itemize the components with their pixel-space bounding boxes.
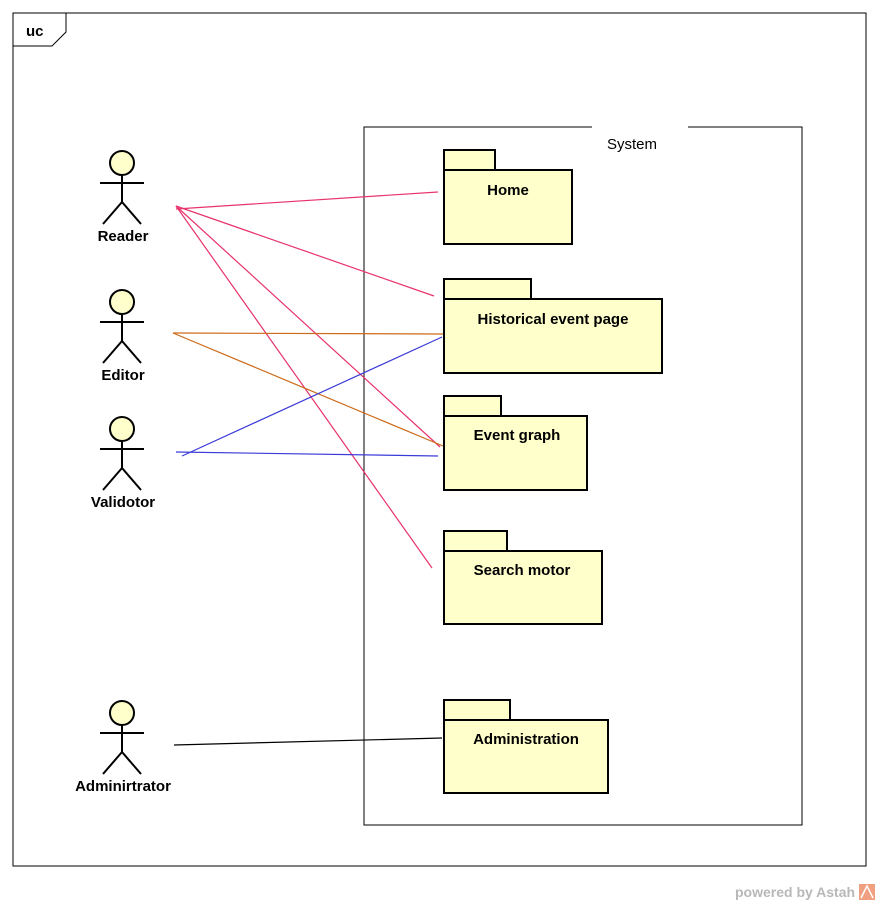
package-label-search: Search motor	[474, 562, 571, 579]
stick-figure-icon	[100, 416, 144, 491]
association-reader-eventgraph[interactable]	[175, 205, 441, 448]
actor-validotor[interactable]: Validotor	[91, 416, 155, 511]
watermark-text: powered by Astah	[735, 884, 855, 900]
package-search[interactable]: Search motor	[443, 530, 603, 625]
package-eventgraph[interactable]: Event graph	[443, 395, 588, 491]
associations	[172, 191, 444, 746]
system-boundary	[363, 126, 803, 826]
actor-label-reader: Reader	[98, 228, 149, 245]
package-label-eventgraph: Event graph	[474, 427, 561, 444]
actor-reader[interactable]: Reader	[98, 150, 149, 245]
astah-logo-icon	[859, 884, 875, 900]
association-validotor-historical[interactable]	[181, 336, 443, 457]
actor-label-validotor: Validotor	[91, 494, 155, 511]
package-label-historical: Historical event page	[478, 311, 629, 328]
actor-label-editor: Editor	[101, 367, 144, 384]
actor-adminirtrator[interactable]: Adminirtrator	[75, 700, 171, 795]
frame-tag-border	[13, 13, 67, 47]
association-editor-eventgraph[interactable]	[172, 332, 444, 447]
association-adminirtrator-administration[interactable]	[173, 737, 443, 746]
package-label-home: Home	[487, 182, 529, 199]
frame-tag: uc	[26, 23, 44, 40]
package-historical[interactable]: Historical event page	[443, 278, 663, 374]
association-reader-search[interactable]	[175, 205, 433, 569]
system-label: System	[607, 136, 657, 153]
association-validotor-eventgraph[interactable]	[175, 451, 439, 457]
actor-label-adminirtrator: Adminirtrator	[75, 778, 171, 795]
package-administration[interactable]: Administration	[443, 699, 609, 794]
stick-figure-icon	[100, 150, 144, 225]
stick-figure-icon	[100, 700, 144, 775]
association-reader-historical[interactable]	[175, 205, 435, 297]
package-label-administration: Administration	[473, 731, 579, 748]
association-reader-home[interactable]	[175, 191, 439, 210]
package-home[interactable]: Home	[443, 149, 573, 245]
stick-figure-icon	[100, 289, 144, 364]
actor-editor[interactable]: Editor	[100, 289, 145, 384]
association-editor-historical[interactable]	[172, 332, 444, 335]
diagram-frame	[12, 12, 867, 867]
